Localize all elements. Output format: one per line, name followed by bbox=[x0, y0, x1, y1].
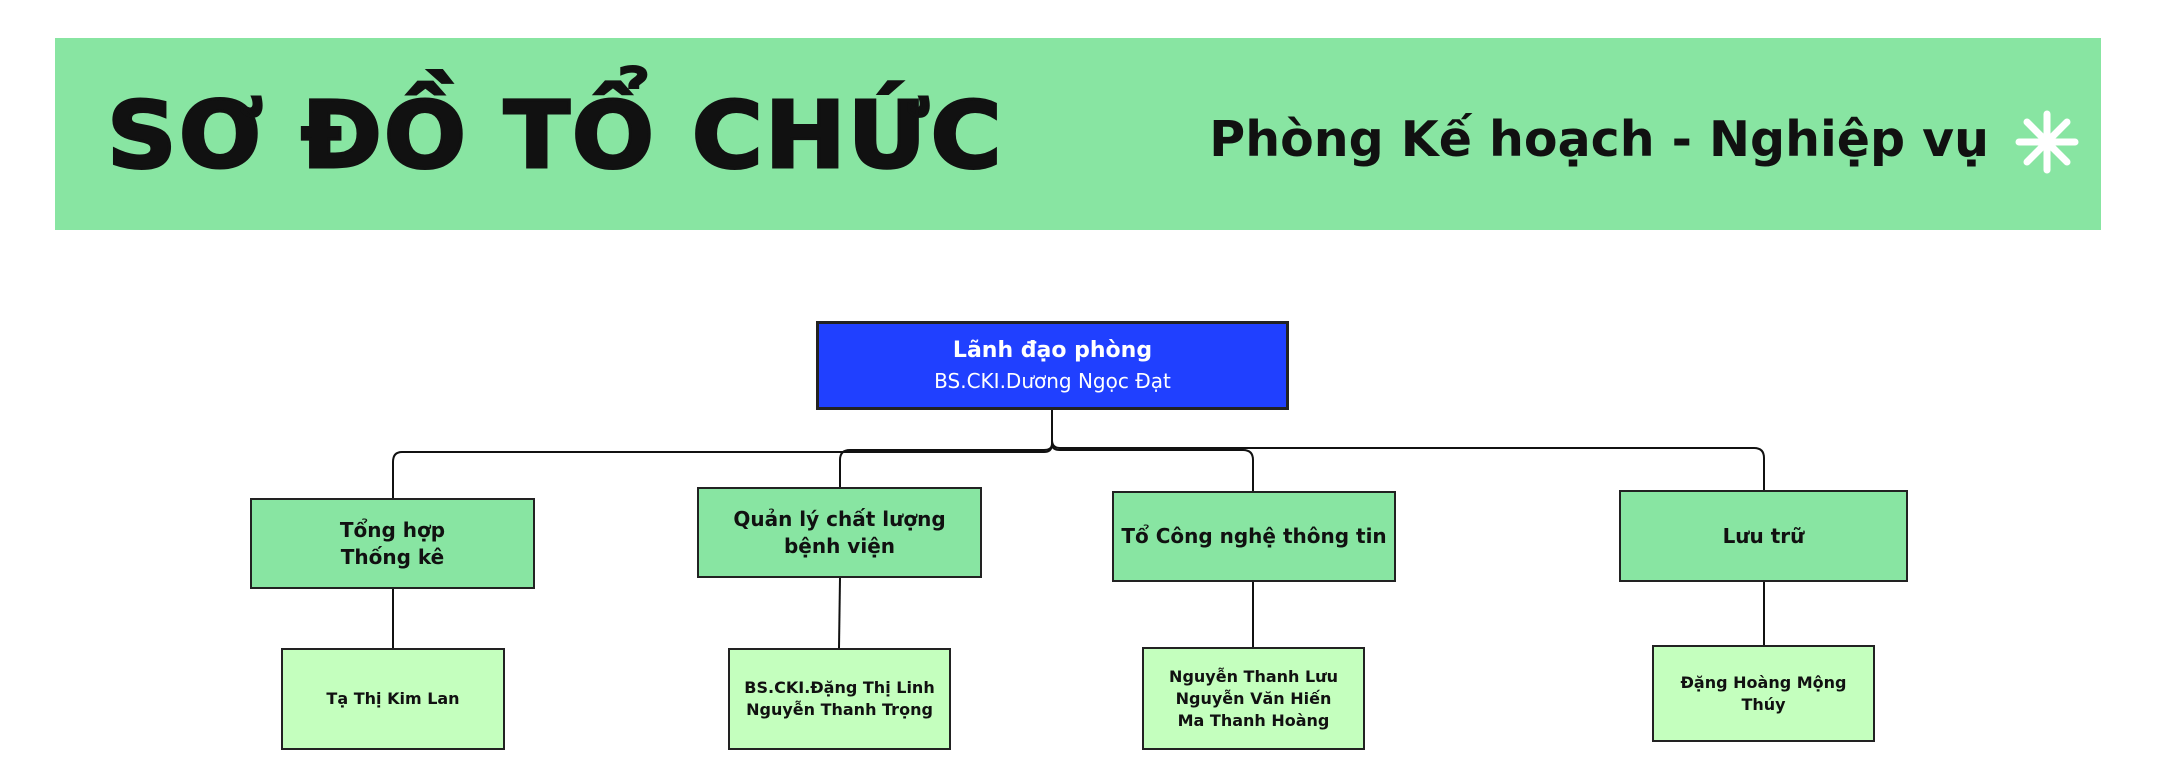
unit-box-luu-tru: Lưu trữ bbox=[1619, 490, 1908, 582]
member-box: Nguyễn Thanh Lưu Nguyễn Văn Hiến Ma Than… bbox=[1142, 647, 1365, 750]
unit-box-cong-nghe-thong-tin: Tổ Công nghệ thông tin bbox=[1112, 491, 1396, 582]
header-banner: SƠ ĐỒ TỔ CHỨC Phòng Kế hoạch - Nghiệp vụ bbox=[55, 38, 2101, 230]
unit-name-line: Thống kê bbox=[340, 544, 445, 569]
member-name: Nguyễn Thanh Trọng bbox=[746, 700, 933, 719]
unit-box-quan-ly-chat-luong: Quản lý chất lượng bệnh viện bbox=[697, 487, 982, 578]
leader-title: Lãnh đạo phòng bbox=[952, 338, 1153, 363]
unit-name-line: Tổng hợp bbox=[339, 517, 446, 542]
unit-name-line: Lưu trữ bbox=[1722, 523, 1805, 548]
department-name: Phòng Kế hoạch - Nghiệp vụ bbox=[1209, 111, 1989, 168]
unit-box-tong-hop: Tổng hợp Thống kê bbox=[250, 498, 535, 589]
member-box: Đặng Hoàng Mộng Thúy bbox=[1652, 645, 1875, 742]
asterisk-icon bbox=[2015, 110, 2079, 174]
unit-name-line: bệnh viện bbox=[783, 533, 895, 558]
member-box: BS.CKI.Đặng Thị Linh Nguyễn Thanh Trọng bbox=[728, 648, 951, 750]
member-box: Tạ Thị Kim Lan bbox=[281, 648, 505, 750]
page-title: SƠ ĐỒ TỔ CHỨC bbox=[105, 81, 1004, 191]
member-name: BS.CKI.Đặng Thị Linh bbox=[744, 678, 935, 697]
member-name: Đặng Hoàng Mộng bbox=[1680, 672, 1847, 692]
unit-name-line: Quản lý chất lượng bbox=[733, 506, 946, 531]
member-name: Ma Thanh Hoàng bbox=[1177, 710, 1330, 730]
member-name: Nguyễn Văn Hiến bbox=[1175, 688, 1332, 708]
member-name: Thúy bbox=[1741, 694, 1786, 714]
leader-box: Lãnh đạo phòng BS.CKI.Dương Ngọc Đạt bbox=[816, 321, 1289, 410]
member-name: Tạ Thị Kim Lan bbox=[326, 689, 460, 708]
leader-name: BS.CKI.Dương Ngọc Đạt bbox=[934, 369, 1171, 393]
unit-name-line: Tổ Công nghệ thông tin bbox=[1121, 524, 1387, 548]
member-name: Nguyễn Thanh Lưu bbox=[1169, 666, 1338, 686]
